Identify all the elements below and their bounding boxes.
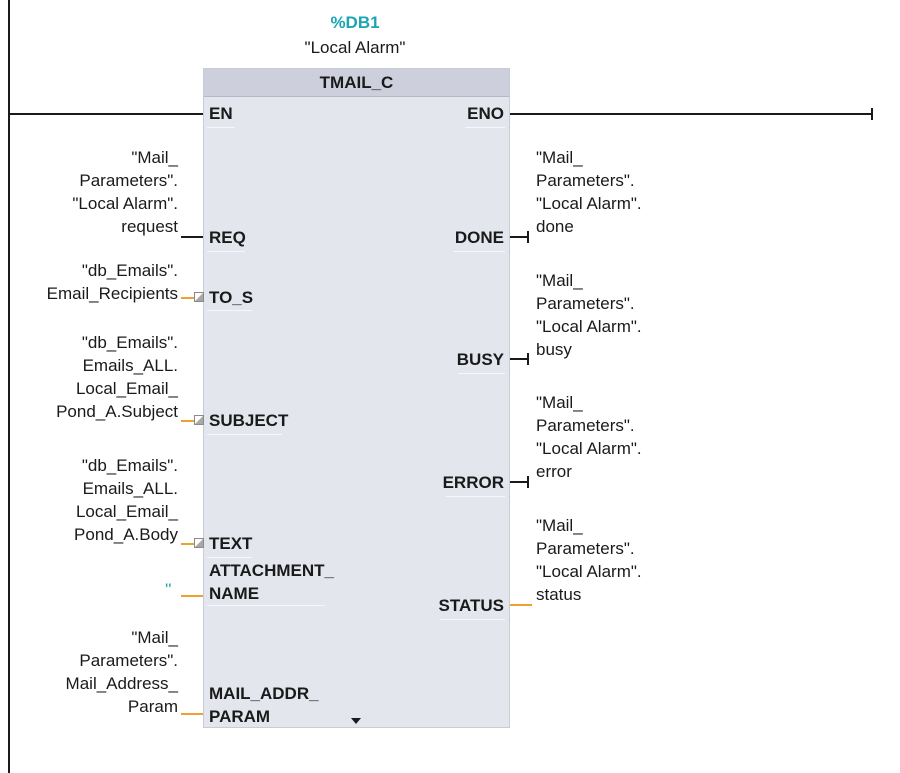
pin-separator <box>207 251 245 252</box>
error-operand[interactable]: "Mail_ Parameters". "Local Alarm". error <box>536 393 642 481</box>
pin-separator <box>207 434 282 435</box>
pin-separator <box>458 373 505 374</box>
mail-addr-param-wire <box>181 713 203 715</box>
expand-triangle-icon[interactable] <box>351 718 361 724</box>
pin-eno[interactable]: ENO <box>467 104 504 123</box>
eno-wire <box>510 113 872 115</box>
busy-wire-end <box>527 353 529 365</box>
pin-done[interactable]: DONE <box>454 228 504 247</box>
text-operand[interactable]: "db_Emails". Emails_ALL. Local_Email_ Po… <box>74 456 178 544</box>
pin-status[interactable]: STATUS <box>438 596 504 615</box>
done-operand[interactable]: "Mail_ Parameters". "Local Alarm". done <box>536 148 642 236</box>
busy-wire <box>510 358 528 360</box>
implicit-conversion-marker-icon <box>194 292 204 302</box>
done-wire-end <box>527 231 529 243</box>
status-wire <box>510 604 532 606</box>
en-wire <box>9 113 203 115</box>
pin-separator <box>440 619 505 620</box>
pin-separator <box>207 557 252 558</box>
error-wire-end <box>527 476 529 488</box>
pin-attachment-name[interactable]: ATTACHMENT_ NAME <box>209 561 334 603</box>
req-operand[interactable]: "Mail_ Parameters". "Local Alarm". reque… <box>72 148 178 236</box>
error-wire <box>510 481 528 483</box>
pin-mail-addr-param[interactable]: MAIL_ADDR_ PARAM <box>209 684 319 726</box>
block-type-title: TMAIL_C <box>204 69 509 97</box>
text-wire <box>181 543 194 545</box>
attachment-name-wire <box>181 595 203 597</box>
implicit-conversion-marker-icon <box>194 292 204 302</box>
power-rail-left <box>8 0 10 773</box>
pin-separator <box>207 127 235 128</box>
pin-separator <box>207 310 252 311</box>
implicit-conversion-marker-icon <box>194 538 204 548</box>
status-operand[interactable]: "Mail_ Parameters". "Local Alarm". statu… <box>536 516 642 604</box>
pin-busy[interactable]: BUSY <box>456 350 504 369</box>
pin-text[interactable]: TEXT <box>209 534 253 553</box>
attachment-name-operand[interactable]: '' <box>165 580 172 599</box>
subject-operand[interactable]: "db_Emails". Emails_ALL. Local_Email_ Po… <box>56 333 178 421</box>
done-wire <box>510 236 528 238</box>
pin-to-s[interactable]: TO_S <box>209 288 254 307</box>
to-s-wire <box>181 297 194 299</box>
subject-wire <box>181 420 194 422</box>
eno-wire-end <box>871 108 873 120</box>
pin-en[interactable]: EN <box>209 104 233 123</box>
tmail-c-block[interactable]: TMAIL_C <box>203 68 510 728</box>
mail-addr-param-operand[interactable]: "Mail_ Parameters". Mail_Address_ Param <box>65 628 178 716</box>
implicit-conversion-marker-icon <box>194 415 204 425</box>
pin-separator <box>207 605 325 606</box>
pin-separator <box>446 496 505 497</box>
implicit-conversion-marker-icon <box>194 538 204 548</box>
instance-db-name[interactable]: "Local Alarm" <box>304 38 406 57</box>
pin-error[interactable]: ERROR <box>442 473 504 492</box>
to-s-operand[interactable]: "db_Emails". Email_Recipients <box>46 261 178 303</box>
busy-operand[interactable]: "Mail_ Parameters". "Local Alarm". busy <box>536 271 642 359</box>
req-wire <box>181 236 203 238</box>
instance-db-number[interactable]: %DB1 <box>330 13 380 32</box>
pin-subject[interactable]: SUBJECT <box>209 411 289 430</box>
pin-req[interactable]: REQ <box>209 228 246 247</box>
pin-separator <box>453 251 505 252</box>
pin-separator <box>465 127 505 128</box>
implicit-conversion-marker-icon <box>194 415 204 425</box>
